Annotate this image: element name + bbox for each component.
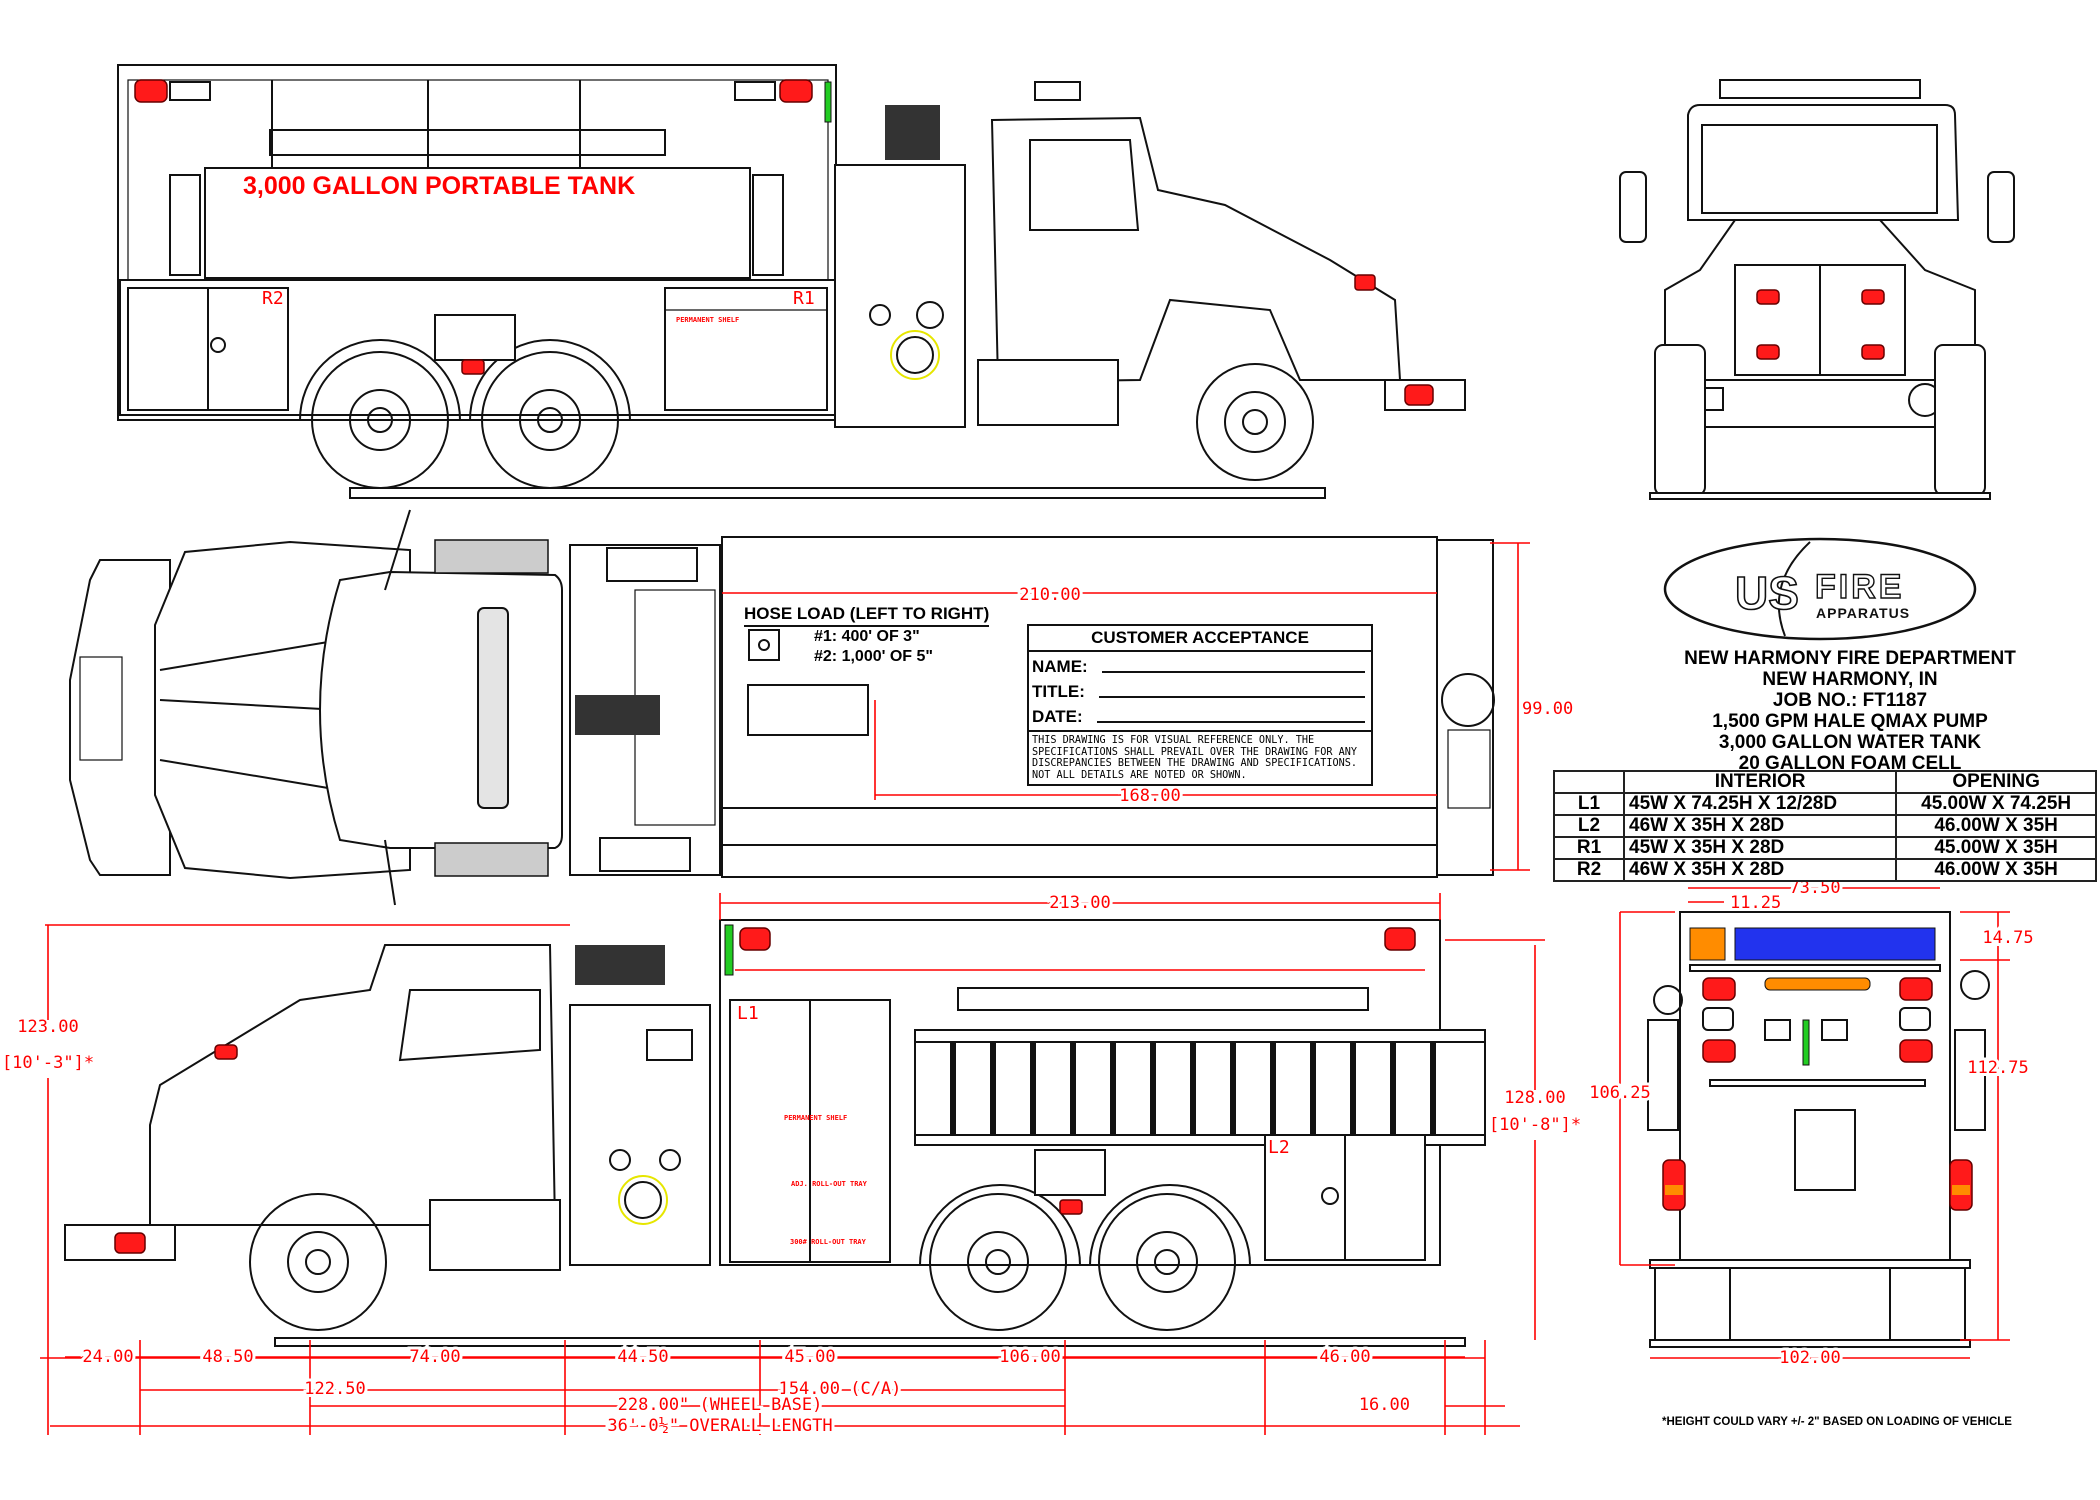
- dim-16: 16.00: [1359, 1395, 1410, 1415]
- dim-213: 213.00: [1049, 893, 1110, 913]
- ladder-rung: [1310, 1042, 1316, 1135]
- dimension-lines: [40, 542, 2010, 1435]
- us-fire-apparatus-logo: US FIRE APPARATUS: [1663, 537, 1977, 641]
- ladder-rung: [990, 1042, 996, 1135]
- dim-122: 122.50: [304, 1379, 365, 1399]
- dim-123-ft: [10'-3"]*: [2, 1053, 94, 1073]
- disclaimer-text: THIS DRAWING IS FOR VISUAL REFERENCE ONL…: [1029, 730, 1371, 784]
- passenger-side-view: [117, 64, 1466, 499]
- date-field[interactable]: DATE:: [1029, 702, 1371, 727]
- dim-123: 123.00: [17, 1017, 78, 1037]
- shelf-label: PERMANENT SHELF: [676, 316, 740, 324]
- customer-location: NEW HARMONY, IN: [1762, 669, 1938, 690]
- ladder-rung: [1110, 1042, 1116, 1135]
- dim-128-ft: [10'-8"]*: [1489, 1115, 1581, 1135]
- ladder-rung: [1150, 1042, 1156, 1135]
- col-opening: OPENING: [1895, 770, 2097, 794]
- dim-128: 128.00: [1504, 1088, 1565, 1108]
- marker-light-icon: [461, 359, 485, 375]
- title-block: NEW HARMONY FIRE DEPARTMENT NEW HARMONY,…: [1600, 648, 2100, 774]
- warning-light-icon: [134, 79, 168, 103]
- dim-seg-3: 44.50: [617, 1347, 668, 1367]
- dim-11: 11.25: [1730, 893, 1781, 913]
- dim-112: 112.75: [1967, 1058, 2028, 1078]
- l1-label: 300# ROLL-OUT TRAY: [790, 1238, 866, 1246]
- dim-seg-2: 74.00: [409, 1347, 460, 1367]
- hose-load-item: #1: 400' OF 3": [814, 628, 920, 645]
- ladder-rung: [1230, 1042, 1236, 1135]
- driver-side-view: [64, 919, 1486, 1347]
- svg-text:APPARATUS: APPARATUS: [1816, 605, 1910, 621]
- svg-text:US: US: [1735, 567, 1799, 619]
- ladder-rung: [1390, 1042, 1396, 1135]
- hose-load-note: HOSE LOAD (LEFT TO RIGHT) #1: 400' OF 3"…: [744, 604, 990, 667]
- customer-acceptance-box: CUSTOMER ACCEPTANCE NAME: TITLE: DATE: T…: [1027, 624, 1373, 786]
- dim-wheelbase: 228.00" (WHEEL BASE): [618, 1395, 823, 1415]
- green-light-icon: [824, 81, 832, 123]
- rear-view: [1647, 911, 1990, 1348]
- ladder-rung: [1270, 1042, 1276, 1135]
- portable-tank-label: 3,000 GALLON PORTABLE TANK: [243, 172, 636, 200]
- ladder-rung: [1350, 1042, 1356, 1135]
- ladder-rung: [950, 1042, 956, 1135]
- hose-load-title: HOSE LOAD (LEFT TO RIGHT): [744, 604, 990, 627]
- compartment-label-l2: L2: [1268, 1137, 1290, 1158]
- dim-106: 106.25: [1589, 1083, 1650, 1103]
- dim-seg-5: 106.00: [999, 1347, 1060, 1367]
- dim-seg-6: 46.00: [1319, 1347, 1370, 1367]
- height-footnote: *HEIGHT COULD VARY +/- 2" BASED ON LOADI…: [1662, 1416, 2012, 1428]
- dim-102: 102.00: [1779, 1348, 1840, 1368]
- ladder-rung: [1190, 1042, 1196, 1135]
- dim-seg-0: 24.00: [82, 1347, 133, 1367]
- dim-99: 99.00: [1522, 699, 1573, 719]
- compartment-label-l1: L1: [737, 1003, 759, 1024]
- compartment-label-r2: R2: [262, 288, 284, 309]
- table-header-row: INTERIOR OPENING: [1553, 770, 2097, 794]
- ladder-rung: [1430, 1042, 1436, 1135]
- svg-text:FIRE: FIRE: [1815, 568, 1904, 606]
- pump-spec: 1,500 GPM HALE QMAX PUMP: [1712, 711, 1988, 732]
- hose-load-item: #2: 1,000' OF 5": [814, 648, 934, 665]
- name-field[interactable]: NAME:: [1029, 652, 1371, 677]
- dimension-labels: 210.00 168.00 99.00 213.00 123.00 [10'-3…: [2, 582, 2037, 1439]
- l1-label: ADJ. ROLL-OUT TRAY: [791, 1180, 867, 1188]
- front-view: [1619, 79, 2015, 500]
- dim-210: 210.00: [1019, 585, 1080, 605]
- dim-ca: 154.00 (C/A): [779, 1379, 902, 1399]
- tank-spec: 3,000 GALLON WATER TANK: [1718, 732, 1982, 753]
- warning-light-icon: [779, 79, 813, 103]
- l1-label: PERMANENT SHELF: [784, 1114, 848, 1122]
- compartment-label-r1: R1: [793, 288, 815, 309]
- job-number: JOB NO.: FT1187: [1772, 690, 1928, 711]
- title-field[interactable]: TITLE:: [1029, 677, 1371, 702]
- dim-overall: 36'-0½" OVERALL LENGTH: [607, 1416, 832, 1436]
- customer-name: NEW HARMONY FIRE DEPARTMENT: [1684, 648, 2016, 669]
- dim-168: 168.00: [1119, 786, 1180, 806]
- ladder-rung: [1070, 1042, 1076, 1135]
- col-interior: INTERIOR: [1622, 770, 1898, 794]
- customer-acceptance-title: CUSTOMER ACCEPTANCE: [1029, 626, 1371, 652]
- foam-spec: 20 GALLON FOAM CELL: [1738, 753, 1962, 774]
- dim-14: 14.75: [1982, 928, 2033, 948]
- dim-seg-1: 48.50: [202, 1347, 253, 1367]
- dim-seg-4: 45.00: [784, 1347, 835, 1367]
- ladder-rung: [1030, 1042, 1036, 1135]
